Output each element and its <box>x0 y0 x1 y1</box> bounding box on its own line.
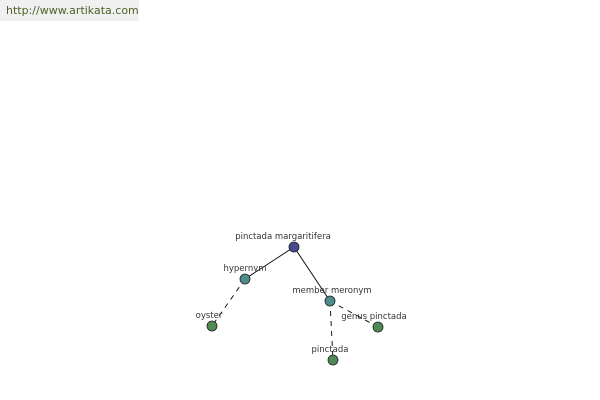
node-oyster-dot <box>206 320 218 332</box>
node-pinctada-margaritifera-label: pinctada margaritifera <box>235 232 331 242</box>
node-genus-pinctada-label: genus pinctada <box>341 312 407 322</box>
watermark-url: http://www.artikata.com <box>0 0 139 21</box>
node-member-meronym-dot <box>324 295 336 307</box>
node-member-meronym-label: member meronym <box>292 286 371 296</box>
node-pinctada-label: pinctada <box>312 345 349 355</box>
node-genus-pinctada-dot <box>372 321 384 333</box>
node-hypernym-dot <box>239 273 251 285</box>
node-hypernym[interactable]: hypernym <box>223 264 267 285</box>
node-pinctada[interactable]: pinctada <box>312 345 349 366</box>
node-hypernym-label: hypernym <box>223 264 266 274</box>
node-oyster[interactable]: oyster <box>196 311 223 332</box>
edge-root-hypernym <box>244 246 295 280</box>
node-pinctada-margaritifera-dot <box>288 241 300 253</box>
node-pinctada-dot <box>327 354 339 366</box>
graph-edges <box>211 246 379 361</box>
node-genus-pinctada[interactable]: genus pinctada <box>341 312 407 333</box>
node-member-meronym[interactable]: member meronym <box>292 286 372 307</box>
graph-nodes: pinctada margaritifera hypernym member m… <box>196 232 407 366</box>
edge-root-member-meronym <box>293 246 331 302</box>
node-oyster-label: oyster <box>196 311 223 321</box>
node-pinctada-margaritifera[interactable]: pinctada margaritifera <box>235 232 331 253</box>
